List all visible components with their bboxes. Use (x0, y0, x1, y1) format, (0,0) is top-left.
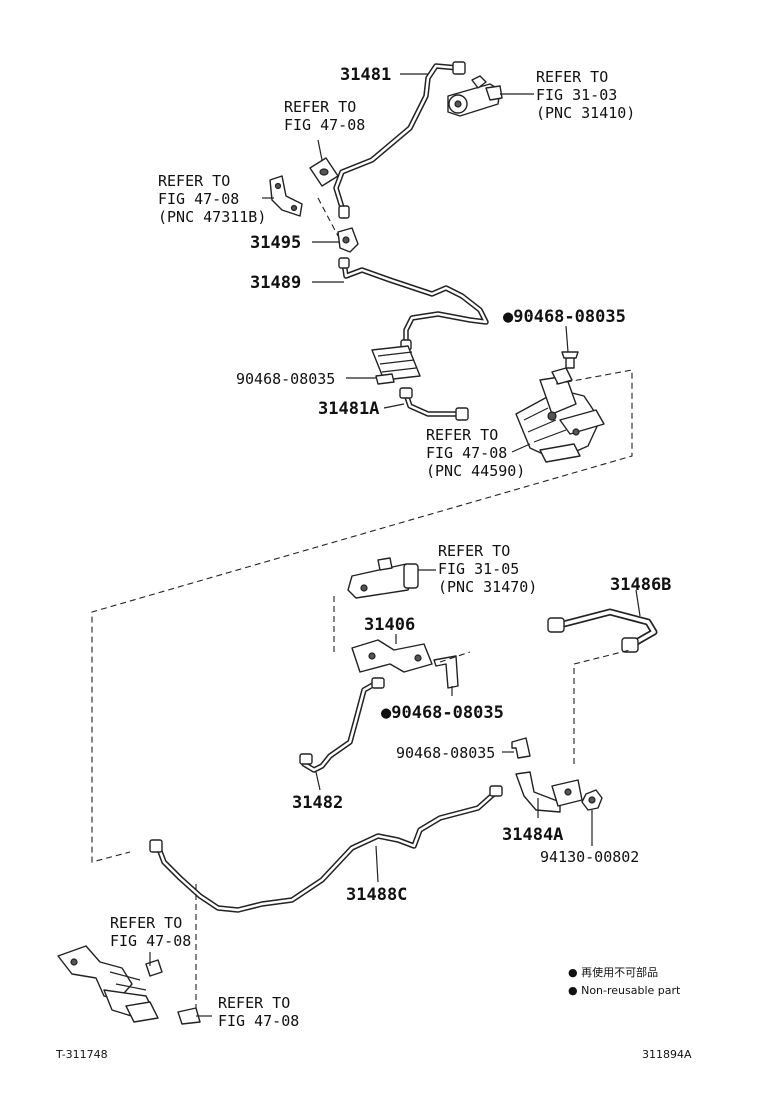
label-31484a: 31484A (502, 825, 563, 845)
ref-fig-47-08-actuator: REFER TO FIG 47-08 (PNC 44590) (426, 426, 525, 480)
ref-line: REFER TO (110, 914, 182, 932)
legend-english: ● Non-reusable part (568, 984, 681, 997)
ref-fig-47-08-grommet: REFER TO FIG 47-08 (284, 98, 365, 134)
ref-line: FIG 47-08 (218, 1012, 299, 1030)
label-31406: 31406 (364, 615, 415, 635)
pipe-31488c (149, 785, 503, 913)
master-cylinder-icon (447, 75, 503, 117)
clip-90468-small-icon (511, 737, 531, 759)
ref-line: REFER TO (438, 542, 510, 560)
dashed-guide-frame (91, 369, 633, 863)
nut-94130-icon (581, 789, 603, 811)
bracket-47311b-icon (269, 175, 303, 217)
ref-line: REFER TO (284, 98, 356, 116)
ref-line: REFER TO (158, 172, 230, 190)
dashed-guide-hose (573, 649, 631, 764)
ref-line: (PNC 44590) (426, 462, 525, 480)
label-90468-upper: 90468-08035 (236, 370, 335, 388)
ref-line: (PNC 31470) (438, 578, 537, 596)
slave-cylinder-icon (347, 557, 419, 599)
ref-fig-31-05: REFER TO FIG 31-05 (PNC 31470) (438, 542, 537, 596)
label-31489: 31489 (250, 273, 301, 293)
pipe-31482 (299, 677, 385, 773)
ref-line: FIG 47-08 (158, 190, 239, 208)
label-31488c: 31488C (346, 885, 407, 905)
legend-japanese: ● 再使用不可部品 (568, 965, 658, 979)
ref-line: (PNC 31410) (536, 104, 635, 122)
footer-left-code: T-311748 (55, 1048, 108, 1061)
label-31486b: 31486B (610, 575, 671, 595)
label-90468-non-reusable-lower: ●90468-08035 (381, 703, 504, 723)
bracket-31484a-icon (515, 771, 583, 813)
clip-90468-upper-icon (371, 345, 421, 385)
ref-line: (PNC 47311B) (158, 208, 266, 226)
pipe-31481a (399, 387, 469, 421)
ref-line: FIG 47-08 (110, 932, 191, 950)
actuator-bracket-44590-icon (515, 367, 605, 463)
ref-line: FIG 47-08 (426, 444, 507, 462)
label-31482: 31482 (292, 793, 343, 813)
clip-90468-lower-icon (433, 655, 459, 689)
ref-line: REFER TO (426, 426, 498, 444)
label-31495: 31495 (250, 233, 301, 253)
label-31481: 31481 (340, 65, 391, 85)
ref-fig-47-08-lower-left: REFER TO FIG 47-08 (110, 914, 191, 950)
pipe-31481 (333, 61, 466, 219)
label-94130: 94130-00802 (540, 848, 639, 866)
ref-fig-47-08-lower-right: REFER TO FIG 47-08 (218, 994, 299, 1030)
label-90468-lower: 90468-08035 (396, 744, 495, 762)
ref-line: FIG 31-05 (438, 560, 519, 578)
clamp-31495-icon (337, 227, 359, 253)
ref-line: FIG 31-03 (536, 86, 617, 104)
ref-line: FIG 47-08 (284, 116, 365, 134)
dashed-guide-clip (439, 651, 471, 663)
label-90468-non-reusable-upper: ●90468-08035 (503, 307, 626, 327)
legend: ● 再使用不可部品 ● Non-reusable part (568, 965, 681, 997)
ref-line: REFER TO (536, 68, 608, 86)
ref-fig-31-03: REFER TO FIG 31-03 (PNC 31410) (536, 68, 635, 122)
pipe-31489 (338, 257, 489, 351)
lower-bracket-assembly-icon (57, 945, 201, 1025)
label-31481a: 31481A (318, 399, 379, 419)
dashed-guide-clamp (317, 197, 339, 237)
ref-fig-47-08-bracket: REFER TO FIG 47-08 (PNC 47311B) (158, 172, 266, 226)
grommet-icon (309, 157, 339, 187)
bracket-31406-icon (351, 639, 433, 673)
footer-right-code: 311894A (642, 1048, 692, 1061)
hose-31486b (547, 608, 658, 653)
leader-lines (149, 73, 641, 1017)
ref-line: REFER TO (218, 994, 290, 1012)
clip-90468-right-icon (561, 351, 579, 369)
